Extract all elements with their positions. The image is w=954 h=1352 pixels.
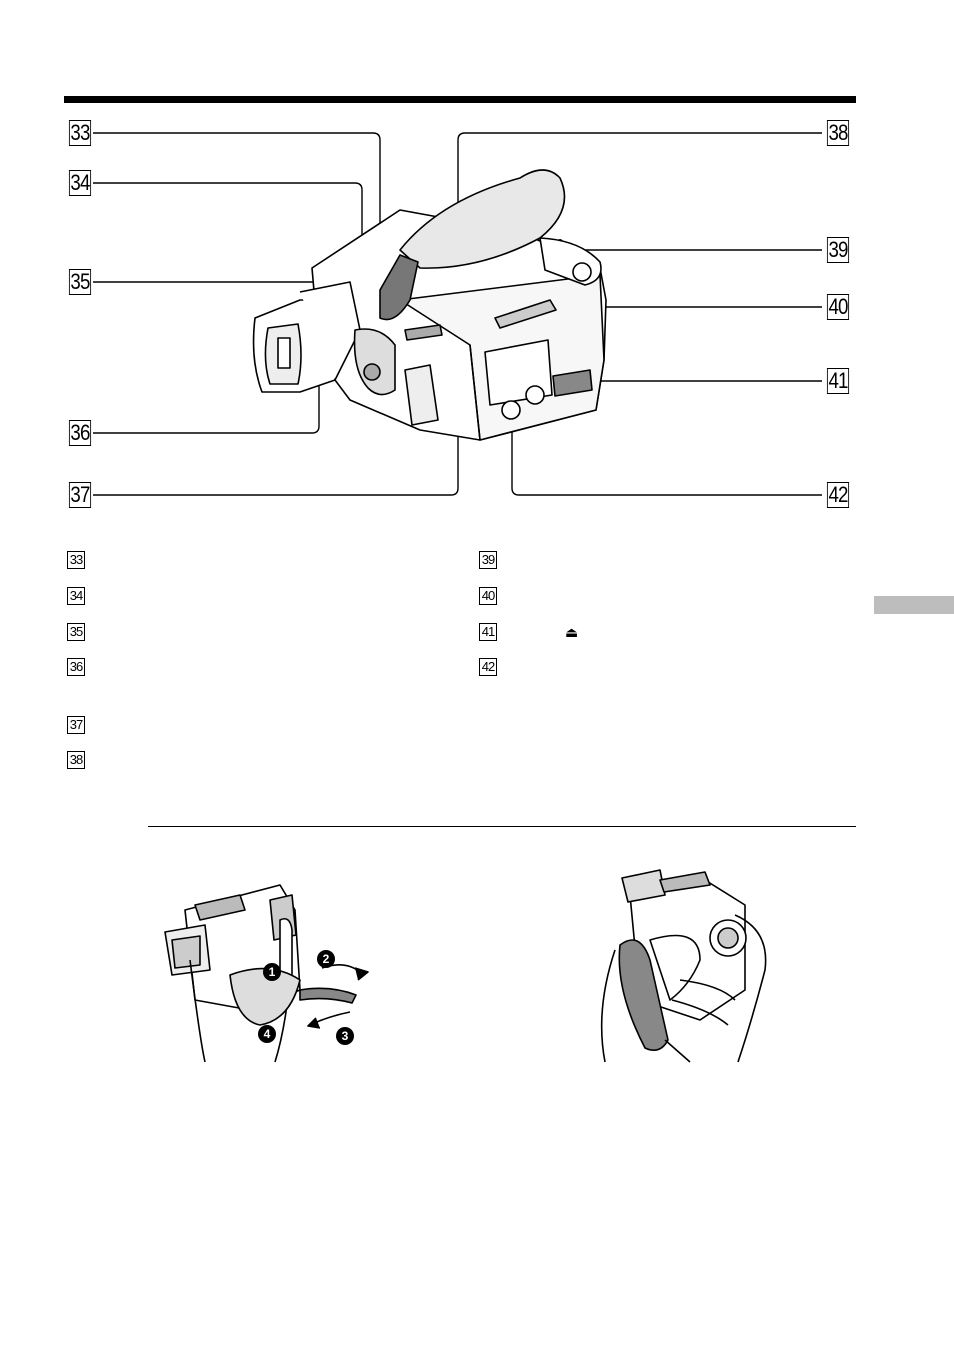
legend-num-36: 36 xyxy=(67,658,85,676)
callout-40: 40 xyxy=(826,294,850,320)
legend-num-41: 41 xyxy=(479,623,497,641)
callout-42: 42 xyxy=(826,482,850,508)
callout-34: 34 xyxy=(68,170,92,196)
callout-38: 38 xyxy=(826,120,850,146)
legend-num-40: 40 xyxy=(479,587,497,605)
legend-num-37: 37 xyxy=(67,716,85,734)
legend-num-38: 38 xyxy=(67,751,85,769)
callout-36: 36 xyxy=(68,420,92,446)
step-1: 1 xyxy=(268,965,276,979)
callout-37: 37 xyxy=(68,482,92,508)
legend-num-35: 35 xyxy=(67,623,85,641)
callout-41: 41 xyxy=(826,368,850,394)
legend-num-34: 34 xyxy=(67,587,85,605)
legend-num-33: 33 xyxy=(67,551,85,569)
section-divider xyxy=(148,826,856,827)
callout-39: 39 xyxy=(826,237,850,263)
legend-num-39: 39 xyxy=(479,551,497,569)
step-3: 3 xyxy=(341,1029,349,1043)
side-tab xyxy=(874,596,954,614)
eject-symbol: ⏏ xyxy=(565,624,579,640)
callout-33: 33 xyxy=(68,120,92,146)
top-rule xyxy=(64,96,856,103)
callout-35: 35 xyxy=(68,269,92,295)
step-2: 2 xyxy=(322,952,330,966)
legend-num-42: 42 xyxy=(479,658,497,676)
step-4: 4 xyxy=(263,1027,271,1041)
